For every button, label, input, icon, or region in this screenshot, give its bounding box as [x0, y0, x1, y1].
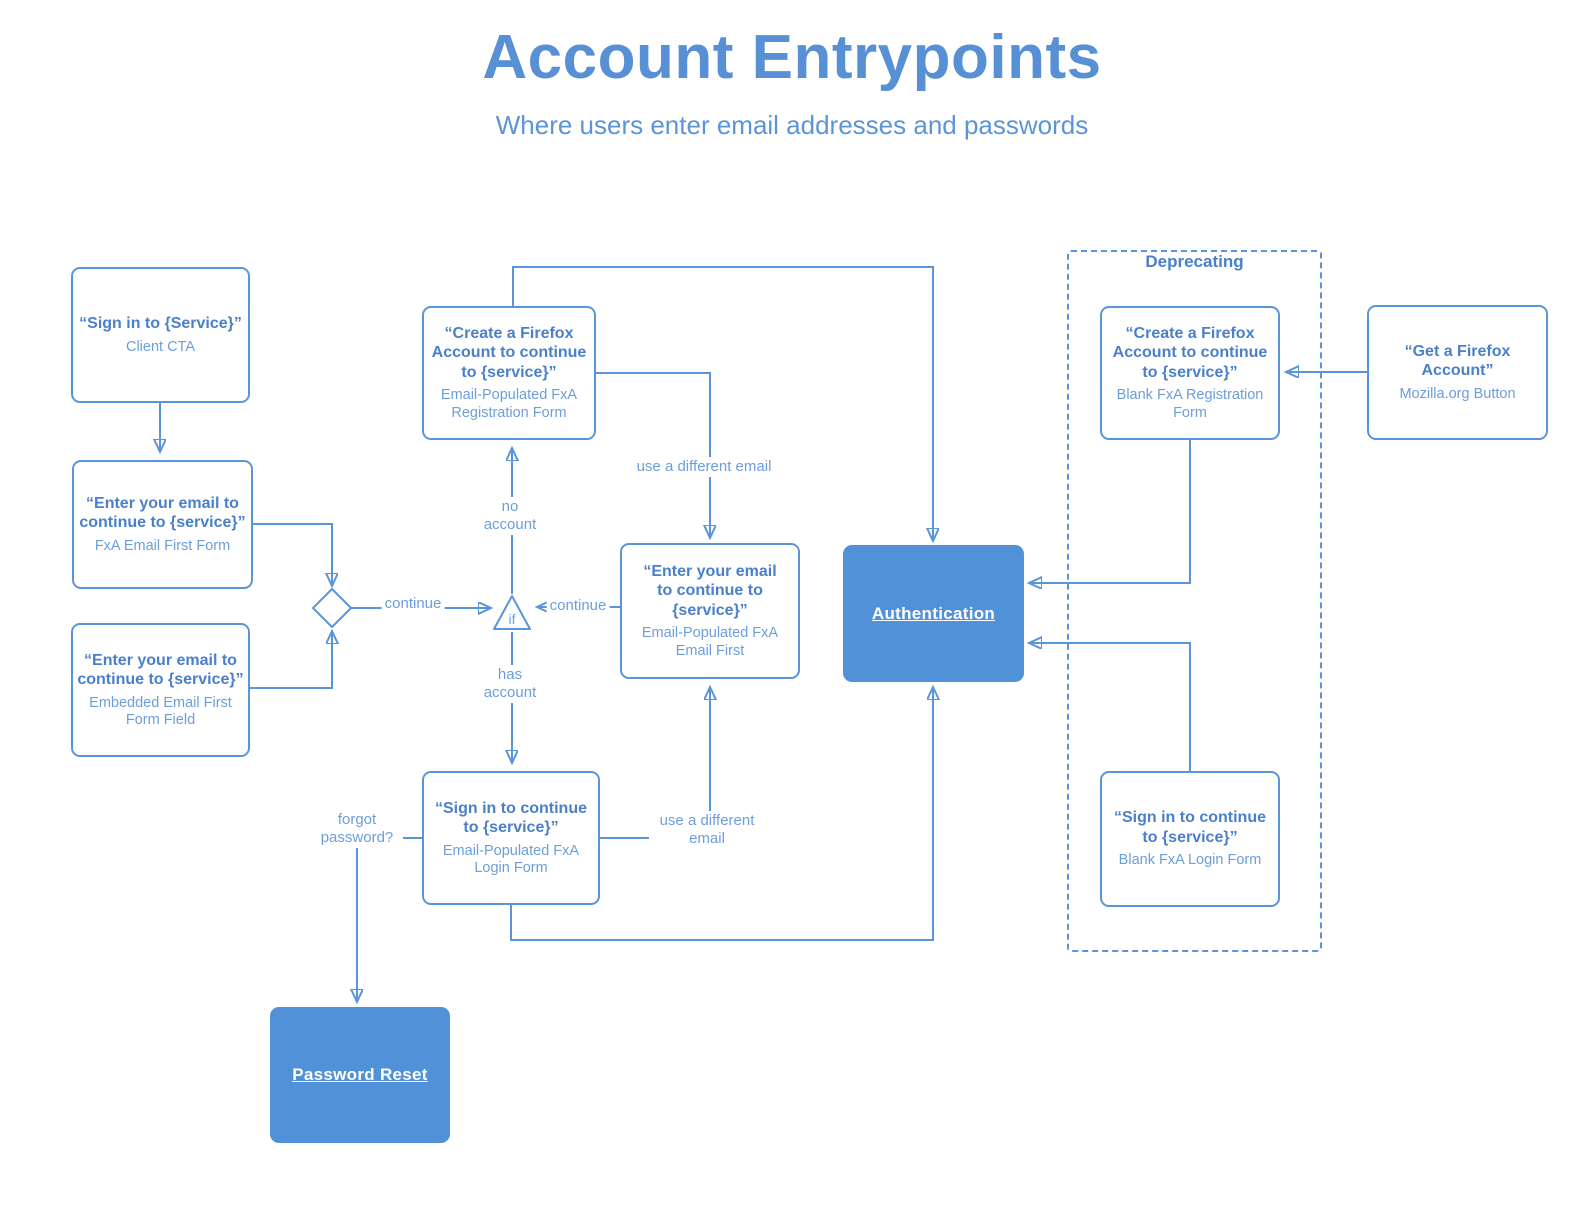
edge-blanklogin-to-auth [1031, 643, 1191, 771]
node-email-populated-login: “Sign in to continue to {service}” Email… [422, 771, 600, 905]
node-fxa-email-first: “Enter your email to continue to {servic… [72, 460, 253, 589]
node-blank-login-title: “Sign in to continue to {service}” [1114, 809, 1266, 846]
edge-label-use-different-email-top: use a different email [633, 457, 775, 477]
node-email-populated-registration-subtitle: Email-Populated FxA Registration Form [440, 387, 578, 421]
authentication-link[interactable]: Authentication [871, 603, 996, 623]
node-email-populated-email-first: “Enter your email to continue to {servic… [620, 543, 800, 679]
node-fxa-email-first-subtitle: FxA Email First Form [94, 537, 231, 554]
node-email-populated-login-subtitle: Email-Populated FxA Login Form [442, 842, 580, 877]
node-client-cta: “Sign in to {Service}” Client CTA [71, 267, 250, 403]
node-email-populated-registration-title: “Create a Firefox Account to continue to… [431, 324, 587, 381]
node-password-reset: Password Reset [270, 1007, 450, 1143]
node-get-firefox-account: “Get a Firefox Account” Mozilla.org Butt… [1367, 305, 1548, 440]
edge-login-to-auth [510, 689, 933, 941]
node-blank-login: “Sign in to continue to {service}” Blank… [1100, 771, 1280, 907]
edge-embedded-to-diamond [250, 633, 332, 689]
edge-registration-to-auth [512, 266, 933, 539]
node-email-populated-email-first-subtitle: Email-Populated FxA Email First [641, 625, 779, 659]
edge-blankreg-to-auth [1031, 440, 1191, 583]
node-blank-registration: “Create a Firefox Account to continue to… [1100, 306, 1280, 440]
edge-login-to-passwordreset [357, 837, 422, 1000]
node-authentication: Authentication [843, 545, 1024, 682]
edge-label-continue-right: continue [546, 596, 610, 616]
edge-label-has-account: has account [475, 665, 545, 703]
if-triangle [493, 595, 531, 630]
deprecating-group [1067, 250, 1322, 952]
node-get-firefox-account-subtitle: Mozilla.org Button [1399, 385, 1516, 402]
password-reset-link[interactable]: Password Reset [292, 1065, 428, 1084]
node-embedded-email-first-subtitle: Embedded Email First Form Field [89, 694, 232, 729]
node-blank-registration-subtitle: Blank FxA Registration Form [1116, 387, 1264, 421]
node-email-populated-email-first-title: “Enter your email to continue to {servic… [643, 562, 777, 619]
edge-label-no-account: no account [475, 497, 545, 535]
node-client-cta-title: “Sign in to {Service}” [79, 315, 242, 333]
node-fxa-email-first-title: “Enter your email to continue to {servic… [79, 494, 246, 532]
node-get-firefox-account-title: “Get a Firefox Account” [1404, 342, 1511, 380]
page-subtitle: Where users enter email addresses and pa… [495, 110, 1089, 140]
edge-registration-to-epemailfirst [596, 372, 710, 536]
decision-diamond [312, 588, 352, 628]
node-email-populated-registration: “Create a Firefox Account to continue to… [422, 306, 596, 440]
if-label: if [508, 611, 516, 627]
node-email-populated-login-title: “Sign in to continue to {service}” [435, 799, 587, 837]
edge-emailfirst-to-diamond [253, 523, 332, 584]
node-blank-registration-title: “Create a Firefox Account to continue to… [1112, 324, 1268, 381]
edge-label-use-different-email-bottom: use a different email [649, 811, 765, 849]
page-title: Account Entrypoints [482, 23, 1102, 92]
node-embedded-email-first-title: “Enter your email to continue to {servic… [77, 651, 244, 689]
deprecating-group-label: Deprecating [1145, 252, 1244, 271]
node-embedded-email-first: “Enter your email to continue to {servic… [71, 623, 250, 757]
edge-label-forgot-password: forgot password? [311, 810, 403, 848]
edge-label-continue-left: continue [381, 594, 445, 614]
node-blank-login-subtitle: Blank FxA Login Form [1118, 852, 1262, 869]
node-client-cta-subtitle: Client CTA [125, 338, 196, 355]
